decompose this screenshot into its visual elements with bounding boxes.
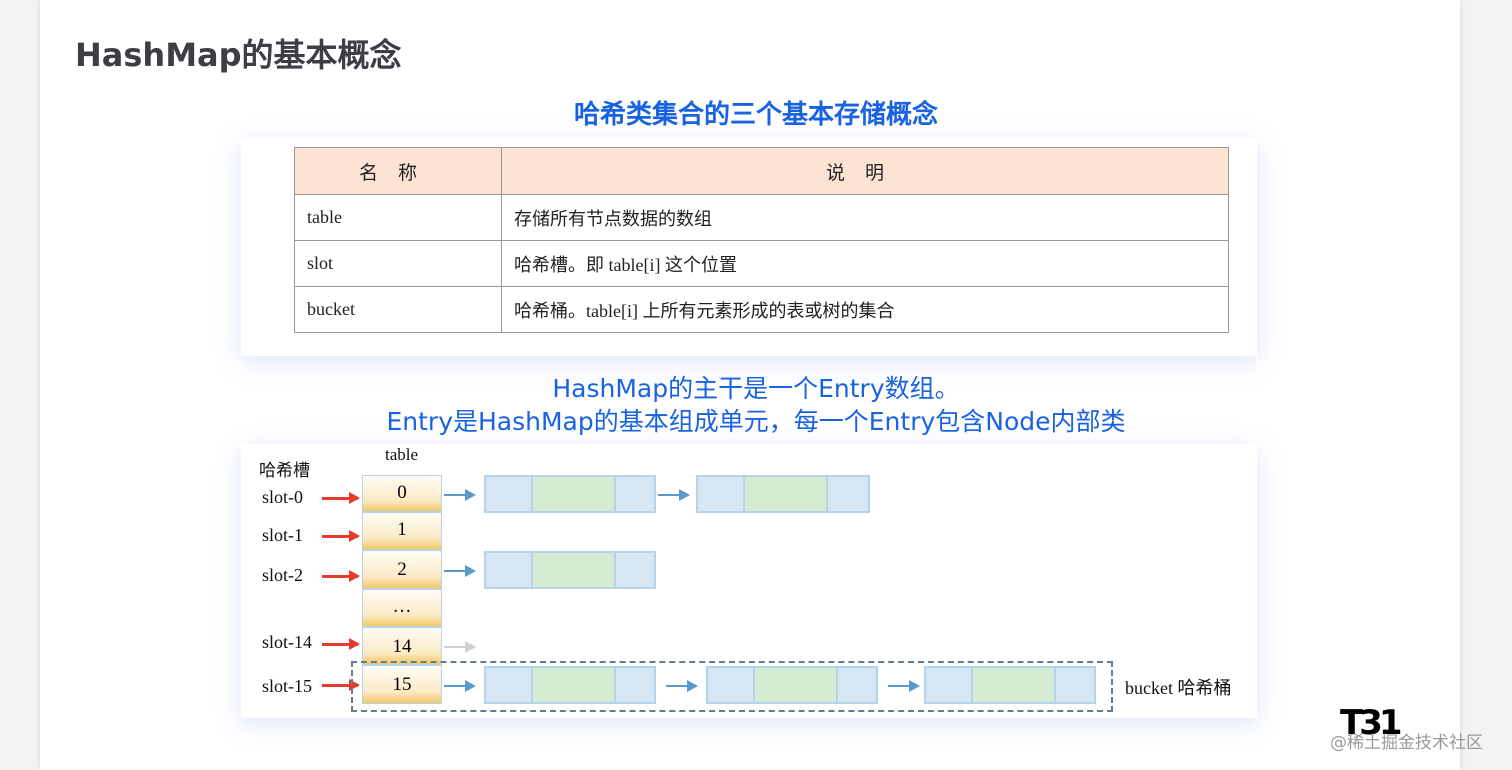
watermark: @稀土掘金技术社区 [1330, 733, 1483, 753]
slot-arrow-icon [322, 679, 360, 691]
entry-node [484, 551, 656, 589]
page-title: HashMap的基本概念 [75, 36, 402, 74]
slot-arrow-icon [322, 530, 360, 542]
header-desc: 说明 [501, 147, 1229, 195]
slot-arrow-icon [322, 570, 360, 582]
desc-line-1: HashMap的主干是一个Entry数组。 [552, 374, 960, 403]
logo: T31 [1340, 703, 1402, 743]
header-name: 名称 [294, 147, 502, 195]
slot-label: slot-1 [262, 525, 304, 545]
cell: table [294, 194, 502, 241]
table-title: 哈希类集合的三个基本存储概念 [573, 100, 938, 130]
arrow-icon [444, 489, 476, 501]
slot-arrow-icon [322, 492, 360, 504]
arrow-icon [444, 641, 476, 653]
entry-node [924, 666, 1096, 704]
table-cell: … [362, 589, 442, 627]
table-cell: 1 [362, 512, 442, 550]
slot-heading: 哈希槽 [259, 461, 310, 481]
bucket-outline [351, 661, 1113, 712]
slot-label: slot-2 [262, 565, 304, 585]
slot-label: slot-0 [262, 487, 304, 507]
cell: 哈希桶。table[i] 上所有元素形成的表或树的集合 [501, 286, 1229, 333]
slot-arrow-icon [322, 638, 360, 650]
arrow-icon [666, 680, 698, 692]
table-cell: 0 [362, 475, 442, 512]
slot-label: slot-15 [262, 676, 313, 696]
cell: 哈希槽。即 table[i] 这个位置 [501, 240, 1229, 287]
arrow-icon [444, 565, 476, 577]
cell: slot [294, 240, 502, 287]
table-cell: 2 [362, 550, 442, 589]
arrow-icon [658, 489, 690, 501]
entry-node [484, 475, 656, 513]
arrow-icon [444, 680, 476, 692]
cell: 存储所有节点数据的数组 [501, 194, 1229, 241]
entry-node [696, 475, 870, 513]
table-cell: 15 [362, 665, 442, 704]
bucket-label: bucket 哈希桶 [1125, 678, 1232, 698]
entry-node [484, 666, 656, 704]
table-cell: 14 [362, 627, 442, 665]
slot-label: slot-14 [262, 632, 313, 652]
cell: bucket [294, 286, 502, 333]
arrow-icon [888, 680, 920, 692]
entry-node [706, 666, 878, 704]
table-heading: table [385, 445, 419, 464]
desc-line-2: Entry是HashMap的基本组成单元，每一个Entry包含Node内部类 [386, 407, 1126, 436]
